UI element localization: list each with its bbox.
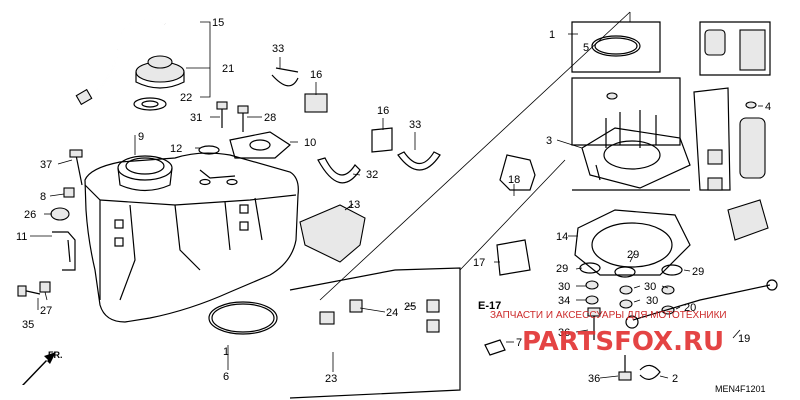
callout-36b: 36 [588,373,600,385]
callout-30a: 30 [558,281,570,293]
callout-33a: 33 [272,43,284,55]
watermark-line1: ЗАПЧАСТИ И АКСЕССУАРЫ ДЛЯ МОТОТЕХНИКИ [490,310,727,321]
callout-6: 6 [223,371,229,383]
callout-26: 26 [24,209,36,221]
gasket-22 [133,97,167,111]
callout-25: 25 [404,301,416,313]
section-ref: E-17 [478,300,501,312]
grommet-12 [198,145,220,155]
bracket-10 [229,131,291,159]
callout-29c: 29 [692,266,704,278]
o-ring-6 [208,301,278,335]
callout-23: 23 [325,373,337,385]
callout-20: 20 [684,302,696,314]
callout-28: 28 [264,112,276,124]
callout-3: 3 [546,135,552,147]
callout-29b: 29 [627,249,639,261]
direction-label: FR. [48,350,63,360]
callout-22: 22 [180,92,192,104]
callout-1b: 1 [223,346,229,358]
callout-37: 37 [40,159,52,171]
callout-14: 14 [556,231,568,243]
fuel-tank [84,152,299,323]
callout-18: 18 [508,174,520,186]
callout-30b: 30 [644,281,656,293]
callout-10: 10 [304,137,316,149]
callout-33b: 33 [409,119,421,131]
callout-21: 21 [222,63,234,75]
callout-35: 35 [22,319,34,331]
callout-7: 7 [516,337,522,349]
callout-13: 13 [348,199,360,211]
callout-15: 15 [212,17,224,29]
callout-31: 31 [190,112,202,124]
callout-2: 2 [672,373,678,385]
callout-12: 12 [170,143,182,155]
callout-27: 27 [40,305,52,317]
callout-34: 34 [558,295,570,307]
callout-8: 8 [40,191,46,203]
callout-17: 17 [473,257,485,269]
callout-36a: 36 [558,327,570,339]
callout-16a: 16 [377,105,389,117]
fuel-cap [135,55,185,89]
callout-4: 4 [765,101,771,113]
callout-1: 1 [549,29,555,41]
callout-11: 11 [16,231,27,243]
callout-29a: 29 [556,263,568,275]
callout-24: 24 [386,307,398,319]
callout-30c: 30 [646,295,658,307]
watermark-line2: PARTSFOX.RU [522,327,724,357]
callout-labels: 1 5 4 3 14 29 29 29 30 30 30 34 20 36 36… [16,17,771,385]
callout-32: 32 [366,169,378,181]
callout-5: 5 [583,42,589,54]
callout-19: 19 [738,333,750,345]
hose-box [289,267,461,399]
callout-9: 9 [138,131,144,143]
callout-16b: 16 [310,69,322,81]
diagram-code: MEN4F1201 [715,384,766,394]
